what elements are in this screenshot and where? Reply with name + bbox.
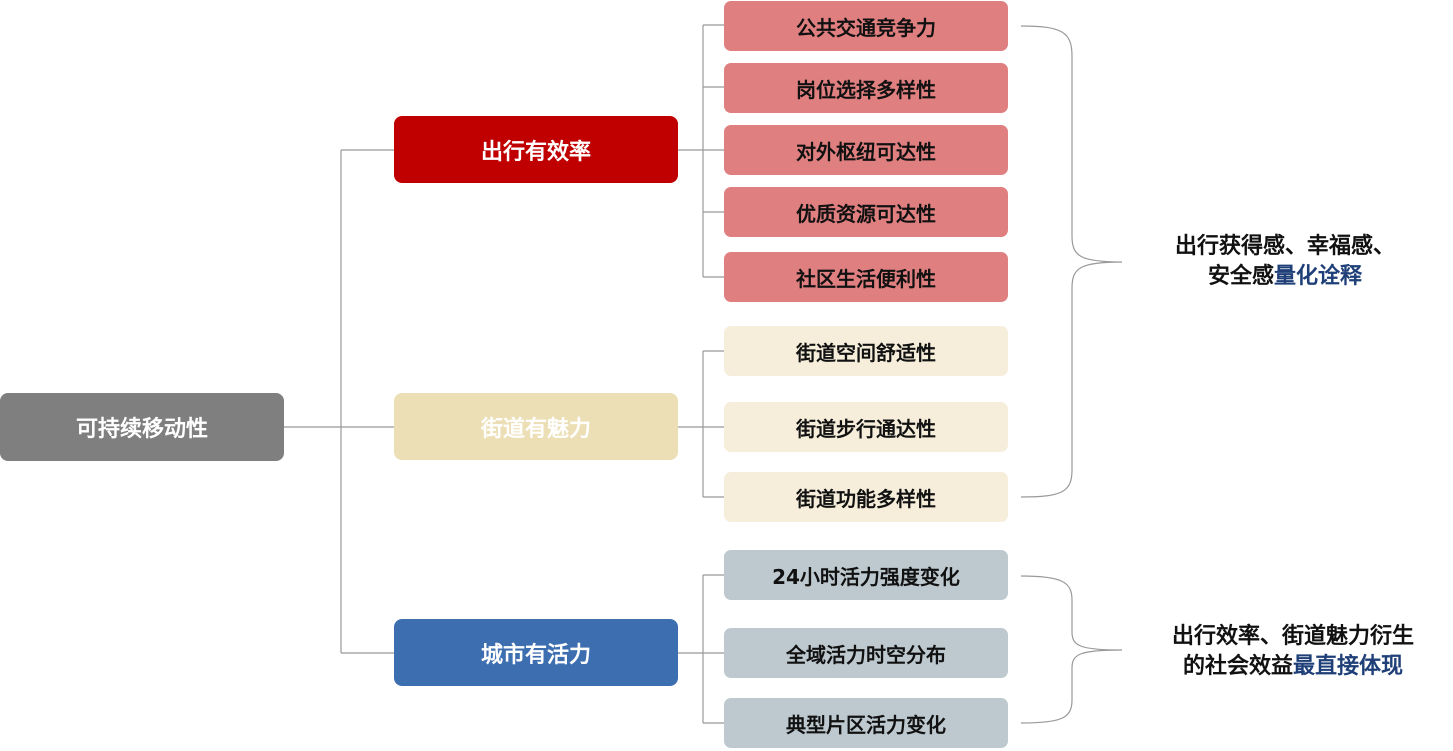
leaf-quality-resource-accessibility: 优质资源可达性 xyxy=(724,187,1008,237)
branch-city-vitality: 城市有活力 xyxy=(394,619,678,686)
leaf-24h-vitality-change: 24小时活力强度变化 xyxy=(724,550,1008,600)
note-upper-line2: 安全感量化诠释 xyxy=(1160,262,1410,292)
leaf-public-transit-competitiveness: 公共交通竞争力 xyxy=(724,1,1008,51)
leaf-vitality-spatiotemporal-distribution: 全域活力时空分布 xyxy=(724,628,1008,678)
leaf-job-choice-diversity: 岗位选择多样性 xyxy=(724,63,1008,113)
note-lower-highlight: 最直接体现 xyxy=(1293,654,1404,679)
note-lower-plain: 的社会效益 xyxy=(1182,654,1293,679)
leaf-hub-accessibility: 对外枢纽可达性 xyxy=(724,125,1008,175)
note-upper-highlight: 量化诠释 xyxy=(1274,264,1363,289)
leaf-typical-district-vitality-change: 典型片区活力变化 xyxy=(724,698,1008,748)
leaf-street-comfort: 街道空间舒适性 xyxy=(724,326,1008,376)
note-upper: 出行获得感、幸福感、 安全感量化诠释 xyxy=(1160,232,1410,292)
note-upper-plain: 安全感 xyxy=(1207,264,1274,289)
note-lower-line2: 的社会效益最直接体现 xyxy=(1148,652,1438,682)
note-lower: 出行效率、街道魅力衍生 的社会效益最直接体现 xyxy=(1148,622,1438,682)
leaf-community-convenience: 社区生活便利性 xyxy=(724,252,1008,302)
root-node: 可持续移动性 xyxy=(0,393,284,461)
leaf-street-function-diversity: 街道功能多样性 xyxy=(724,472,1008,522)
branch-street-charm: 街道有魅力 xyxy=(394,393,678,460)
branch-travel-efficiency: 出行有效率 xyxy=(394,116,678,183)
leaf-street-walkability: 街道步行通达性 xyxy=(724,402,1008,452)
note-upper-line1: 出行获得感、幸福感、 xyxy=(1174,234,1395,259)
note-lower-line1: 出行效率、街道魅力衍生 xyxy=(1171,624,1414,649)
